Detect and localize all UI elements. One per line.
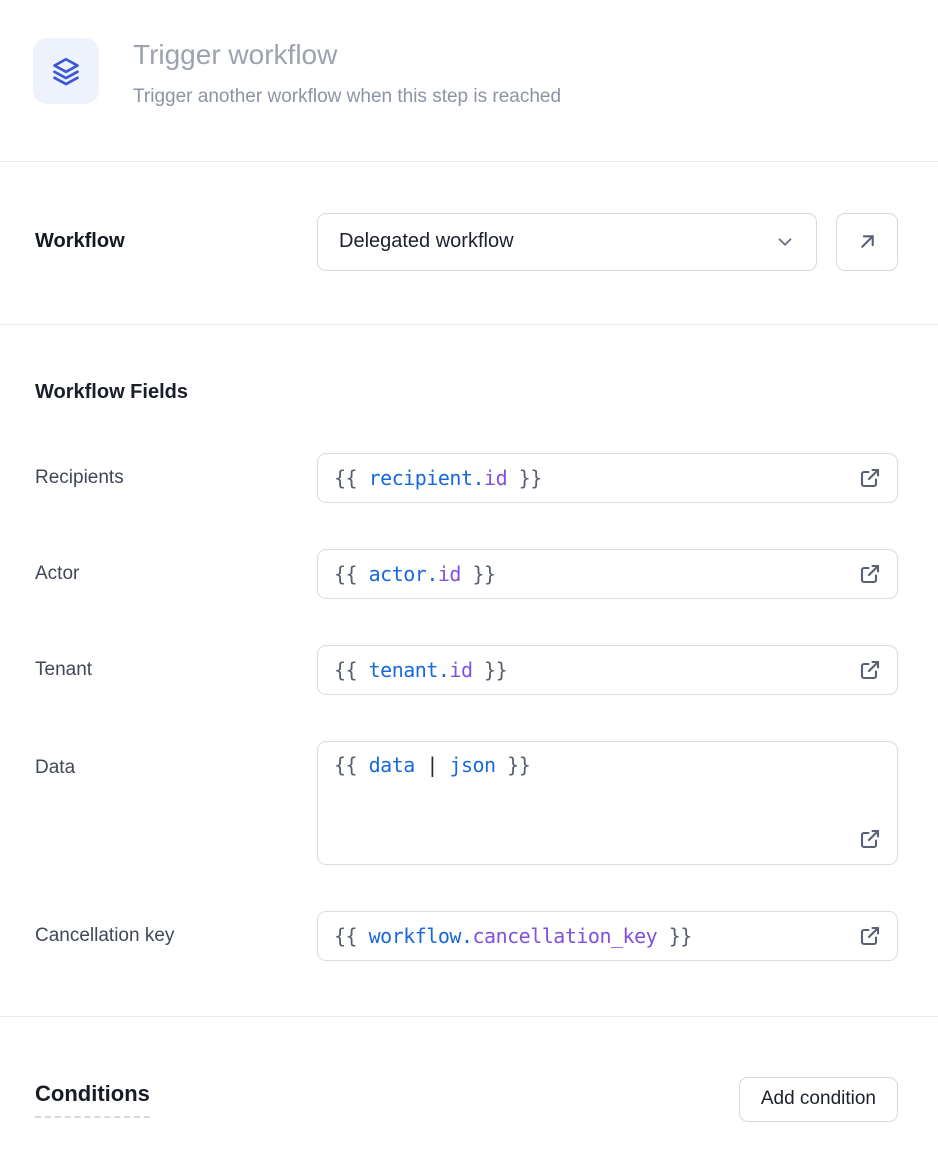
stack-icon [33,38,99,104]
workflow-fields-heading: Workflow Fields [35,380,188,403]
page-subtitle: Trigger another workflow when this step … [133,85,562,107]
conditions-heading: Conditions [35,1081,150,1118]
trigger-workflow-panel: Trigger workflow Trigger another workflo… [0,0,938,1122]
workflow-label: Workflow [35,230,125,253]
tenant-value: {{ tenant.id }} [334,657,508,682]
tenant-input[interactable]: {{ tenant.id }} [317,644,898,695]
page-title: Trigger workflow [133,39,338,70]
divider [0,1015,938,1017]
actor-input[interactable]: {{ actor.id }} [317,548,898,599]
data-value: {{ data | json }} [334,752,531,777]
recipients-input[interactable]: {{ recipient.id }} [317,452,898,503]
recipients-label: Recipients [35,466,124,488]
cancellation-key-label: Cancellation key [35,924,175,946]
data-label: Data [35,756,76,778]
conditions-section: Conditions Add condition [0,1017,938,1122]
field-row-data: Data {{ data | json }} [35,740,898,865]
workflow-controls: Delegated workflow [317,212,898,271]
external-link-icon[interactable] [858,658,882,682]
external-link-icon[interactable] [858,827,882,851]
workflow-select[interactable]: Delegated workflow [317,212,817,271]
cancellation-key-input[interactable]: {{ workflow.cancellation_key }} [317,910,898,961]
field-row-actor: Actor {{ actor.id }} [35,548,898,599]
field-row-recipients: Recipients {{ recipient.id }} [35,452,898,503]
field-row-tenant: Tenant {{ tenant.id }} [35,644,898,695]
external-link-icon[interactable] [858,466,882,490]
actor-label: Actor [35,562,80,584]
add-condition-button[interactable]: Add condition [738,1076,898,1122]
divider [0,160,938,162]
recipients-value: {{ recipient.id }} [334,465,542,490]
header-text: Trigger workflow Trigger another workflo… [133,38,561,109]
field-rows: Recipients {{ recipient.id }} Actor {{ acto… [35,452,898,961]
workflow-section: Workflow Delegated workflow [0,162,938,324]
cancellation-key-value: {{ workflow.cancellation_key }} [334,923,692,948]
external-link-icon[interactable] [858,562,882,586]
open-workflow-button[interactable] [836,212,898,271]
chevron-down-icon [778,237,792,246]
divider [0,323,938,325]
arrow-up-right-icon [860,235,874,248]
actor-value: {{ actor.id }} [334,561,496,586]
field-row-cancellation-key: Cancellation key {{ workflow.cancellation… [35,910,898,961]
panel-header: Trigger workflow Trigger another workflo… [0,0,938,109]
external-link-icon[interactable] [858,924,882,948]
data-input[interactable]: {{ data | json }} [317,740,898,865]
workflow-fields-section: Workflow Fields Recipients {{ recipient.i… [0,325,938,961]
tenant-label: Tenant [35,658,93,680]
workflow-select-value: Delegated workflow [339,230,514,253]
